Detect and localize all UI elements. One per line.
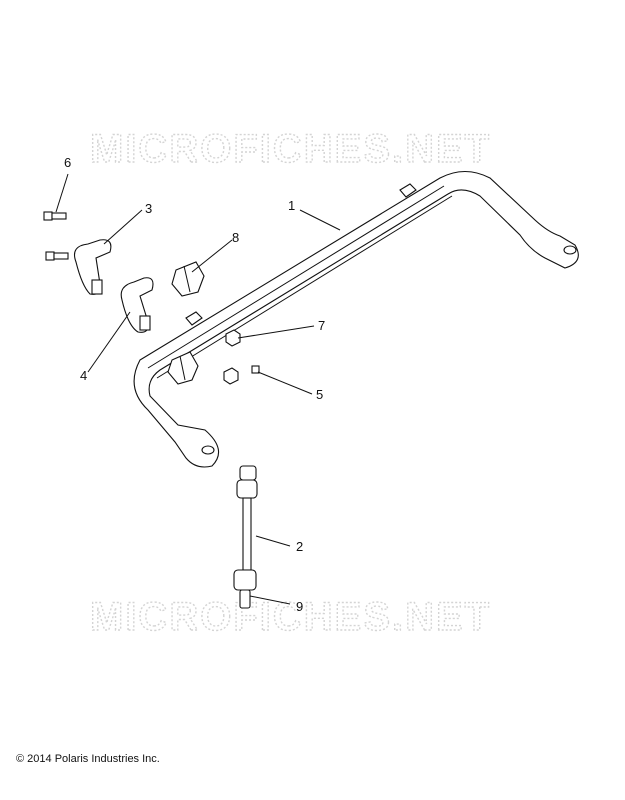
- callout-7: 7: [318, 318, 325, 333]
- bolt-lower: [45, 251, 69, 261]
- stabilizer-link: [233, 465, 258, 609]
- callout-8: 8: [232, 230, 239, 245]
- callout-4: 4: [80, 368, 87, 383]
- fitting: [251, 365, 260, 374]
- leader-lines: [55, 173, 341, 605]
- stabilizer-bar: [133, 170, 579, 468]
- callout-9: 9: [296, 599, 303, 614]
- callout-6: 6: [64, 155, 71, 170]
- bolt-upper: [43, 211, 67, 221]
- bracket-lower: [120, 277, 154, 333]
- nut-upper: [225, 329, 241, 347]
- bracket-upper: [73, 239, 112, 295]
- nut-lower: [223, 367, 239, 385]
- bushing-lower: [167, 351, 199, 385]
- callout-5: 5: [316, 387, 323, 402]
- copyright-notice: © 2014 Polaris Industries Inc.: [16, 753, 160, 765]
- watermark-bottom: MICROFICHES.NET: [90, 595, 491, 639]
- callout-3: 3: [145, 201, 152, 216]
- callout-2: 2: [296, 539, 303, 554]
- callout-1: 1: [288, 198, 295, 213]
- bushing-upper: [171, 261, 205, 297]
- watermark-top: MICROFICHES.NET: [90, 127, 491, 171]
